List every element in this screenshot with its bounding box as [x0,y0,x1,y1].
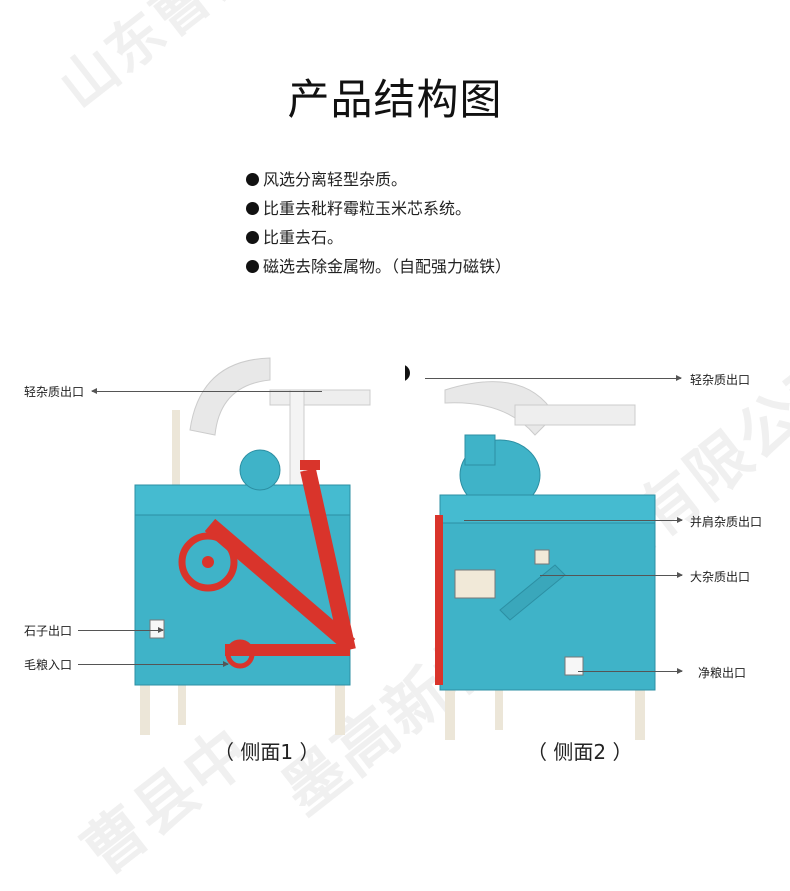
machine-side2-illustration [405,365,656,740]
bullet-icon [246,260,259,273]
feature-item: 比重去石。 [246,223,511,252]
arrow-right-shriveled [464,517,683,523]
page-title: 产品结构图 [287,75,503,124]
label-right-large-impurity-outlet: 大杂质出口 [690,570,751,584]
feature-item: 风选分离轻型杂质。 [246,165,511,194]
caption-side2: （ 侧面2 ） [527,740,633,764]
arrow-left-stone [78,627,164,633]
label-right-clean-grain-outlet: 净粮出口 [698,666,747,680]
machine-side1-illustration [134,357,371,735]
label-right-shriveled-outlet: 并肩杂质出口 [690,515,763,529]
label-right-light-impurity-outlet: 轻杂质出口 [690,373,751,387]
bullet-icon [246,202,259,215]
arrow-right-clean-grain [578,668,683,674]
arrow-right-light-impurity [425,375,682,381]
label-left-light-impurity-outlet: 轻杂质出口 [24,385,85,399]
feature-item: 磁选去除金属物。（自配强力磁铁） [246,252,511,281]
arrow-right-large-impurity [540,572,683,578]
arrow-left-raw-grain [78,661,229,667]
bullet-icon [246,231,259,244]
label-left-stone-outlet: 石子出口 [24,624,73,638]
arrow-left-light-impurity [91,388,322,394]
caption-side1: （ 侧面1 ） [214,740,320,764]
feature-list: 风选分离轻型杂质。 比重去秕籽霉粒玉米芯系统。 比重去石。 磁选去除金属物。（自… [246,165,511,281]
feature-item: 比重去秕籽霉粒玉米芯系统。 [246,194,511,223]
bullet-icon [246,173,259,186]
label-left-raw-grain-inlet: 毛粮入口 [24,658,73,672]
